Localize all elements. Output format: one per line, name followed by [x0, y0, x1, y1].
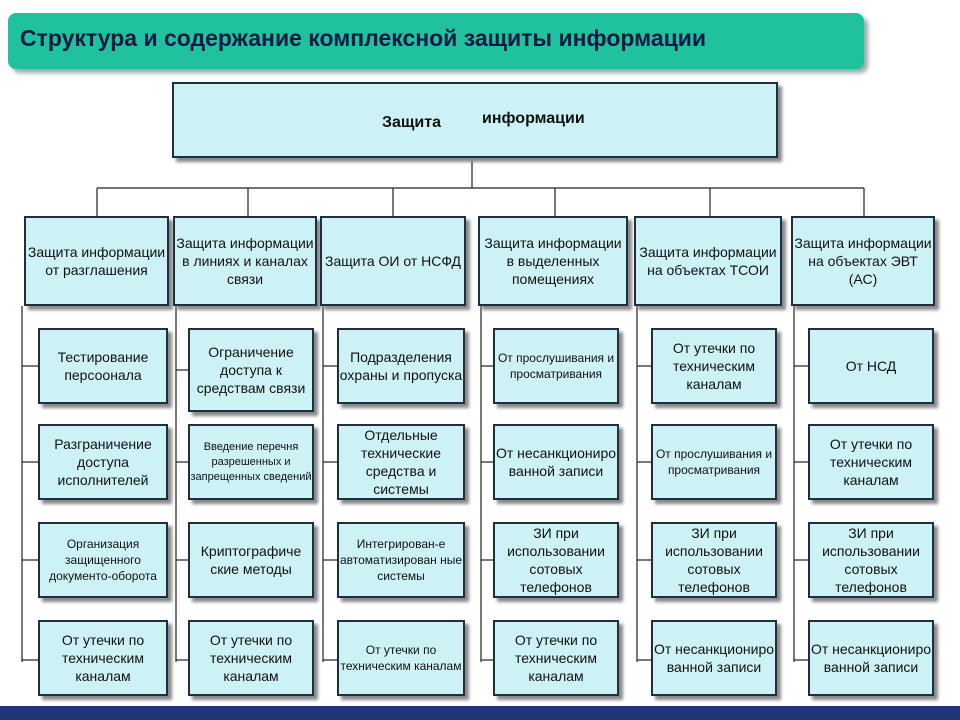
column-header-1: Защита информации от разглашения	[24, 216, 169, 306]
column-6-item-2: От утечки по техническим каналам	[808, 424, 934, 500]
column-header-4: Защита информации в выделенных помещения…	[478, 216, 628, 306]
column-1-item-2: Разграничение доступа исполнителей	[38, 424, 168, 500]
column-5-item-3: ЗИ при использовании сотовых телефонов	[651, 522, 777, 598]
root-word-1: Защита	[382, 114, 441, 131]
column-6-item-4: От несанкциониро ванной записи	[808, 620, 934, 696]
column-1-item-1: Тестирование персоонала	[38, 328, 168, 404]
root-node: Защита информации	[172, 82, 778, 158]
column-header-5: Защита информации на объектах ТСОИ	[634, 216, 782, 306]
column-header-3: Защита ОИ от НСФД	[320, 216, 466, 306]
root-word-2: информации	[482, 110, 585, 127]
column-1-item-3: Организация защищенного документо-оборот…	[38, 522, 168, 598]
column-4-item-3: ЗИ при использовании сотовых телефонов	[493, 522, 619, 598]
column-3-item-3: Интегрирован-е автоматизирован ные систе…	[337, 522, 465, 598]
column-6-item-1: От НСД	[808, 328, 934, 404]
column-6-item-3: ЗИ при использовании сотовых телефонов	[808, 522, 934, 598]
column-3-item-1: Подразделения охраны и пропуска	[337, 328, 465, 404]
column-2-item-3: Криптографиче ские методы	[188, 522, 314, 598]
column-3-item-4: От утечки по техническим каналам	[337, 620, 465, 696]
column-5-item-2: От прослушивания и просматривания	[651, 424, 777, 500]
column-2-item-4: От утечки по техническим каналам	[188, 620, 314, 696]
column-2-item-1: Ограничение доступа к средствам связи	[188, 328, 314, 412]
column-5-item-1: От утечки по техническим каналам	[651, 328, 777, 404]
column-4-item-4: От утечки по техническим каналам	[493, 620, 619, 696]
column-2-item-2: Введение перечня разрешенных и запрещенн…	[188, 424, 314, 500]
title-banner: Структура и содержание комплексной защит…	[8, 13, 864, 69]
column-header-6: Защита информации на объектах ЭВТ (АС)	[791, 216, 935, 306]
column-4-item-1: От прослушивания и просматривания	[493, 328, 619, 404]
column-3-item-2: Отдельные технические средства и системы	[337, 424, 465, 500]
column-1-item-4: От утечки по техническим каналам	[38, 620, 168, 696]
page-title: Структура и содержание комплексной защит…	[20, 25, 707, 51]
bottom-stripe	[0, 706, 960, 720]
column-5-item-4: От несанкциониро ванной записи	[651, 620, 777, 696]
column-4-item-2: От несанкциониро ванной записи	[493, 424, 619, 500]
column-header-2: Защита информации в линиях и каналах свя…	[173, 216, 317, 306]
